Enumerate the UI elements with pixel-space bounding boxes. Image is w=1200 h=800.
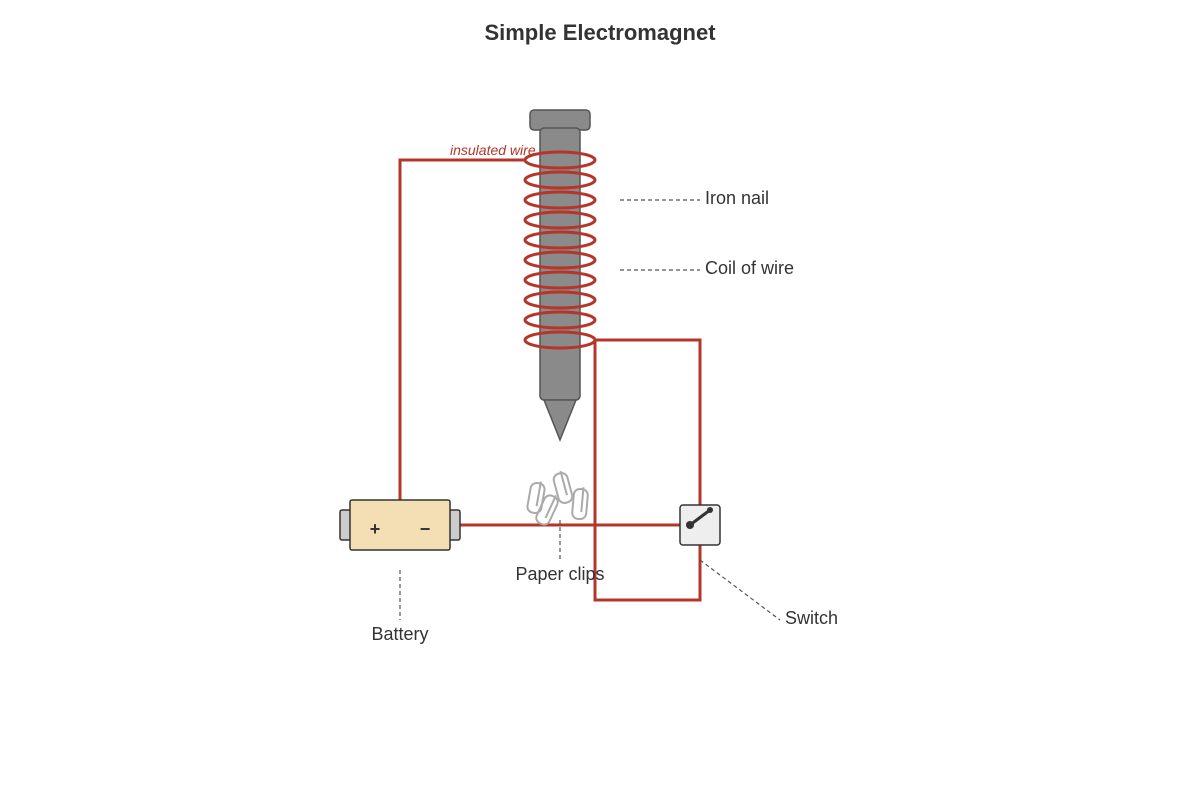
iron-nail-label: Iron nail [705,188,769,208]
wire-return-loop [593,340,702,602]
switch[interactable] [679,504,721,546]
paper-clip [552,470,574,504]
paper-clips-label: Paper clips [515,564,604,584]
wire-coil-to-switch [595,338,702,505]
switch-label: Switch [785,608,838,628]
circuit-wires [398,158,702,602]
battery-label: Battery [371,624,428,644]
paper-clip [535,494,559,526]
battery-body [349,499,451,551]
coil-of-wire-label: Coil of wire [705,258,794,278]
coil-loop [523,250,597,270]
coil-loop [523,330,597,350]
diagram-title: Simple Electromagnet [484,20,716,45]
nail-head [529,109,591,131]
wire-battery-to-coil [398,158,525,500]
paper-clips [526,470,589,526]
battery-positive-sign: + [370,519,381,539]
coil-loop [523,270,597,290]
switch-body[interactable] [679,504,721,546]
switch-pivot [686,521,694,529]
coil-of-wire [523,150,597,350]
paper-clip [571,487,589,521]
switch-contact [707,507,713,513]
coil-loop [523,230,597,250]
switch-lever[interactable] [689,508,711,527]
coil-loop [523,170,597,190]
nail-tip [542,399,578,443]
switch-leader [699,559,781,621]
paper-clip [526,481,546,515]
battery-negative-sign: − [420,519,431,539]
coil-loop [523,310,597,330]
coil-loop [523,150,597,170]
battery: + − [339,499,461,551]
coil-loop [523,210,597,230]
coil-loop [523,290,597,310]
insulated-wire-label: insulated wire [450,142,536,158]
coil-loop [523,190,597,210]
